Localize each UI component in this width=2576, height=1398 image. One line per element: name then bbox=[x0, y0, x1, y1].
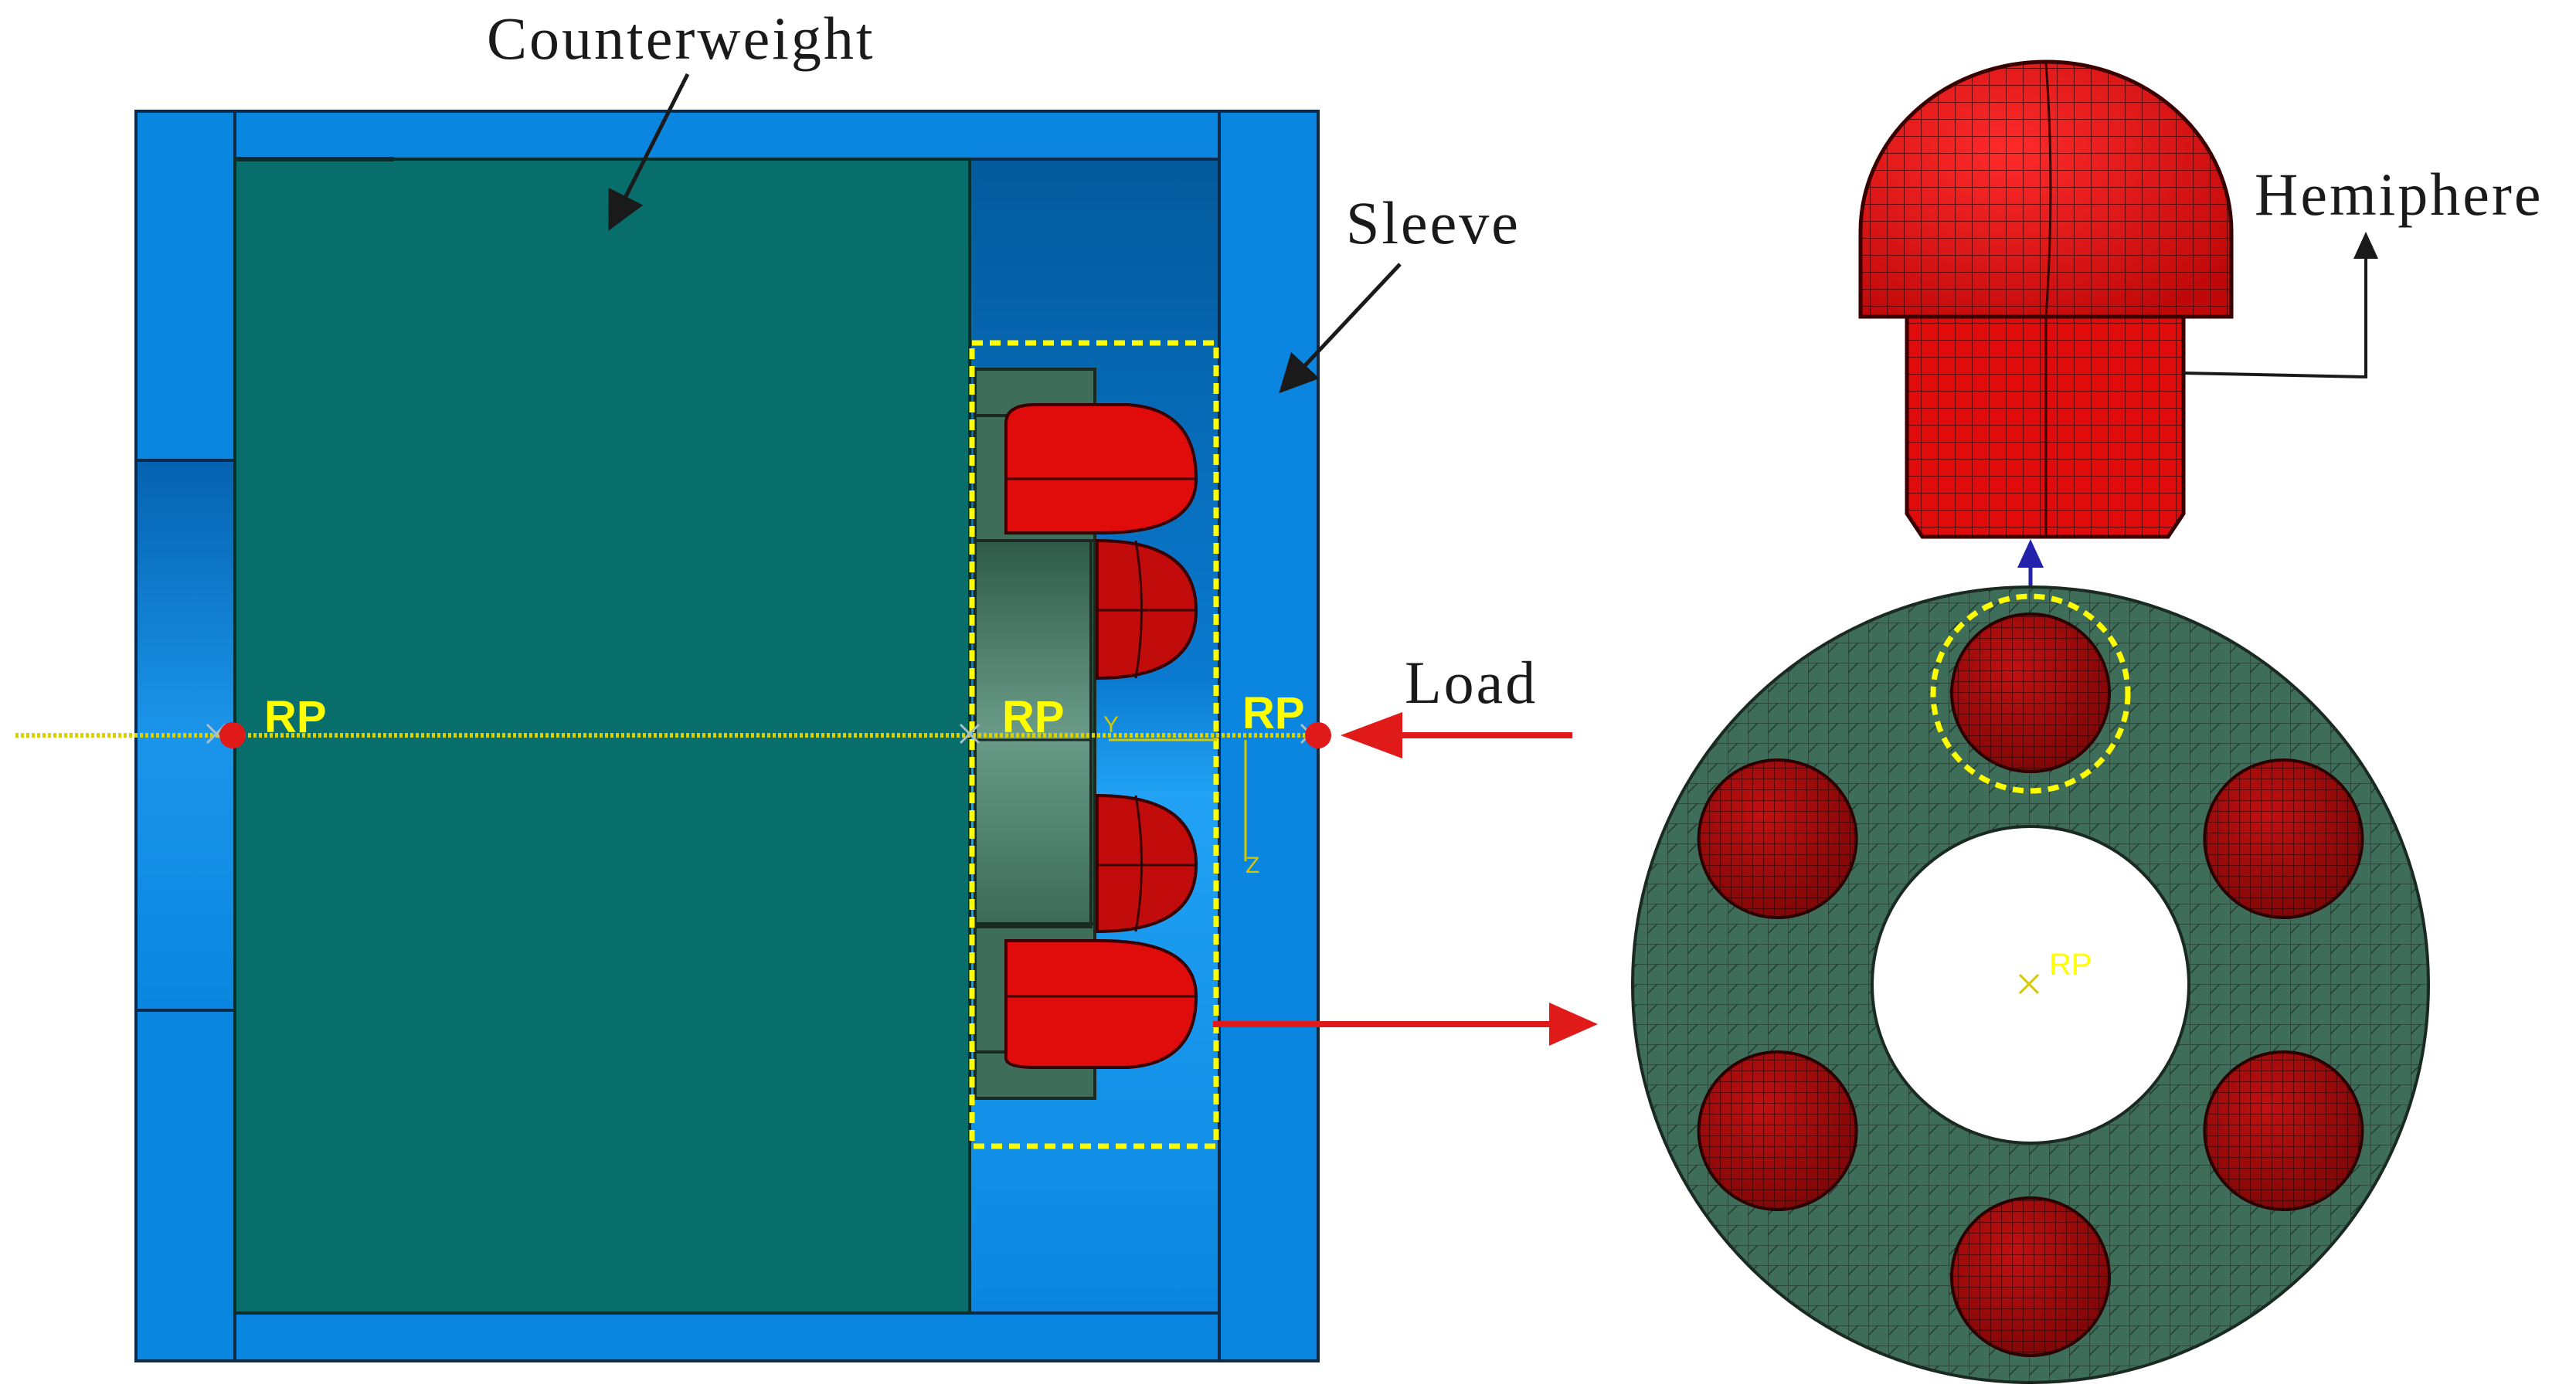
ring-ball-mesh bbox=[2206, 1054, 2361, 1208]
counterweight-leader bbox=[608, 73, 690, 231]
ring-ball-mesh bbox=[2206, 762, 2361, 916]
hemisphere-pin-upper bbox=[1004, 403, 1198, 534]
rp-label-right: RP bbox=[1242, 688, 1305, 738]
load-label: Load bbox=[1405, 649, 1538, 716]
axis-label-y: Y bbox=[1103, 712, 1119, 738]
hemisphere-pins-side bbox=[1004, 403, 1198, 1069]
zoom-arrow bbox=[1213, 1003, 1598, 1046]
hemisphere-leader bbox=[2183, 232, 2378, 379]
hemisphere-label: Hemiphere bbox=[2255, 161, 2544, 228]
counterweight-label: Counterweight bbox=[487, 5, 875, 72]
axis-label-z: Z bbox=[1246, 853, 1259, 878]
rp-dot-right bbox=[1305, 722, 1331, 748]
ring-ball-mesh bbox=[1953, 616, 2108, 770]
load-arrow bbox=[1341, 712, 1572, 758]
rp-dot-left bbox=[219, 722, 246, 748]
rp-label-center: RP bbox=[1002, 692, 1065, 742]
sleeve-bottom-band bbox=[233, 1311, 1221, 1362]
rp-markers: RP RP RP bbox=[206, 688, 1331, 748]
rp-label-left: RP bbox=[264, 692, 327, 742]
sleeve-top-band bbox=[233, 110, 1221, 161]
ring-ball-mesh bbox=[1700, 762, 1855, 916]
coordinate-triad: Y Z bbox=[1103, 712, 1259, 878]
sleeve-label: Sleeve bbox=[1346, 189, 1521, 256]
ring-center-rp: RP bbox=[2018, 948, 2092, 995]
rp-label-ring: RP bbox=[2049, 948, 2092, 982]
ring-ball-mesh bbox=[1700, 1054, 1855, 1208]
sleeve-leader bbox=[1279, 263, 1402, 394]
hemisphere-pin-lower bbox=[1004, 939, 1198, 1069]
ring-ball-mesh bbox=[1953, 1199, 2108, 1354]
ring-highlight-circle bbox=[1930, 593, 2131, 794]
ring-balls bbox=[1697, 612, 2364, 1357]
highlight-box bbox=[969, 340, 1219, 1149]
hemisphere-part bbox=[1858, 59, 2234, 539]
